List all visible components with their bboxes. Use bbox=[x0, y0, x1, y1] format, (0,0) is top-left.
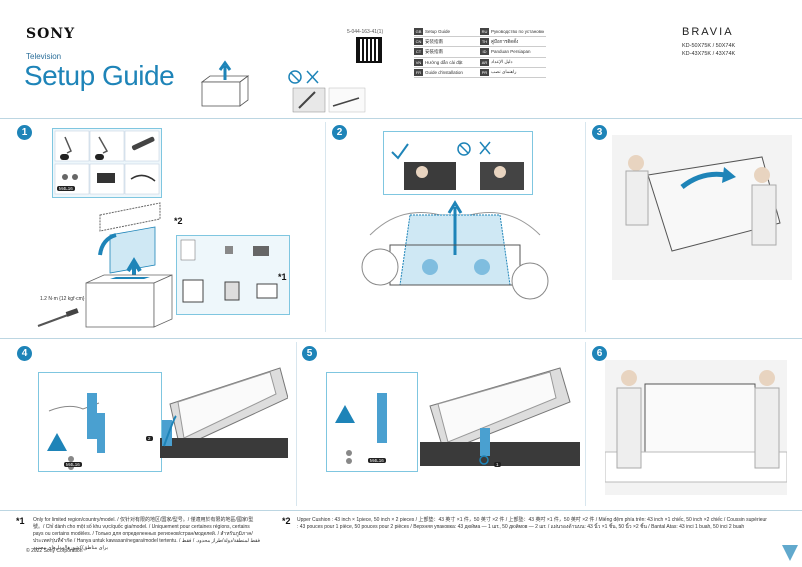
language-code: PR bbox=[480, 68, 489, 76]
doc-number: 5-044-163-41(1) bbox=[347, 29, 384, 35]
qr-code[interactable] bbox=[356, 37, 382, 63]
unbox-illustration bbox=[200, 60, 250, 107]
language-code: AR bbox=[480, 58, 489, 66]
step-1-badge: 1 bbox=[17, 125, 32, 140]
language-name: راهنمای نصب bbox=[491, 69, 517, 75]
step-4-badge: 4 bbox=[17, 346, 32, 361]
stand-attach-box bbox=[38, 372, 162, 472]
language-name: คู่มือการติดตั้ง bbox=[491, 39, 519, 45]
language-code: FR bbox=[414, 68, 423, 76]
col-divider-1 bbox=[325, 122, 326, 332]
screw-tag: M4L16 bbox=[57, 186, 75, 191]
step6-place-illustration bbox=[605, 360, 787, 495]
step5-tv-illustration bbox=[420, 367, 580, 466]
language-name: Руководство по установке bbox=[491, 29, 544, 35]
screw-tag-5: M4L16 bbox=[368, 458, 386, 463]
footnote-mark-1: *1 bbox=[278, 272, 287, 282]
part-label-2 bbox=[95, 154, 104, 160]
bravia-logo: BRAVIA bbox=[682, 26, 734, 38]
col-divider-2 bbox=[585, 122, 586, 332]
part-label-1 bbox=[60, 154, 69, 160]
optional-parts-box bbox=[176, 235, 290, 315]
step4-tv-illustration bbox=[160, 367, 288, 458]
step-6-badge: 6 bbox=[592, 346, 607, 361]
language-code: CT bbox=[414, 48, 423, 56]
language-code: VN bbox=[414, 58, 423, 66]
accessories-box bbox=[52, 128, 162, 198]
language-name: دليل الإعداد bbox=[491, 59, 513, 65]
step2-lift-illustration bbox=[361, 200, 549, 300]
corner-arrow-icon bbox=[782, 545, 798, 561]
screw-torque-label: 1.2 N·m {12 kgf·cm} bbox=[40, 296, 85, 302]
lift-warning-box bbox=[383, 131, 533, 195]
language-code: CN bbox=[414, 38, 423, 46]
language-code: TH bbox=[480, 38, 489, 46]
step-5-badge: 5 bbox=[302, 346, 317, 361]
language-name: 安裝指南 bbox=[425, 48, 443, 54]
language-code: RU bbox=[480, 28, 489, 36]
warning-panel bbox=[285, 68, 367, 114]
step5-num-label: 1 bbox=[494, 462, 501, 467]
language-name: Guide d'installation bbox=[425, 69, 463, 75]
footnote-2-text: Upper Cushion : 43 inch × 1piece, 50 inc… bbox=[297, 517, 767, 530]
step-2-badge: 2 bbox=[332, 125, 347, 140]
col-divider-4 bbox=[585, 342, 586, 506]
step3-tilt-illustration bbox=[612, 135, 792, 280]
language-name: Hướng dẫn cài đặt bbox=[425, 59, 463, 65]
stand-attach-box-2 bbox=[326, 372, 418, 472]
model-line-2: KD-43X75K / 43X74K bbox=[682, 51, 736, 57]
sony-logo: SONY bbox=[26, 26, 76, 42]
language-code: GB bbox=[414, 28, 423, 36]
language-name: Setup Guide bbox=[425, 29, 451, 35]
screwdriver-icon bbox=[37, 308, 79, 327]
language-name: 安装指南 bbox=[425, 38, 443, 44]
page-title: Setup Guide bbox=[24, 60, 175, 91]
model-line-1: KD-50X75K / 50X74K bbox=[682, 43, 736, 49]
step4-num-label: 2 bbox=[146, 436, 153, 441]
footnote-2-mark: *2 bbox=[282, 516, 291, 526]
footnote-1-mark: *1 bbox=[16, 516, 25, 526]
language-code: ID bbox=[480, 48, 489, 56]
product-type: Television bbox=[26, 52, 62, 61]
footnote-1-text: Only for limited region/country/model. /… bbox=[33, 517, 261, 551]
copyright: © 2022 Sony Corporation bbox=[26, 548, 83, 554]
footer-divider bbox=[0, 510, 802, 511]
step1-unpack-illustration bbox=[85, 202, 173, 328]
footnote-mark-2: *2 bbox=[174, 216, 183, 226]
language-name: Panduan Persiapan bbox=[491, 49, 531, 55]
col-divider-3 bbox=[296, 342, 297, 506]
header-divider bbox=[0, 118, 802, 119]
screw-tag-4: M4L16 bbox=[64, 462, 82, 467]
row-divider bbox=[0, 338, 802, 339]
step-3-badge: 3 bbox=[592, 125, 607, 140]
